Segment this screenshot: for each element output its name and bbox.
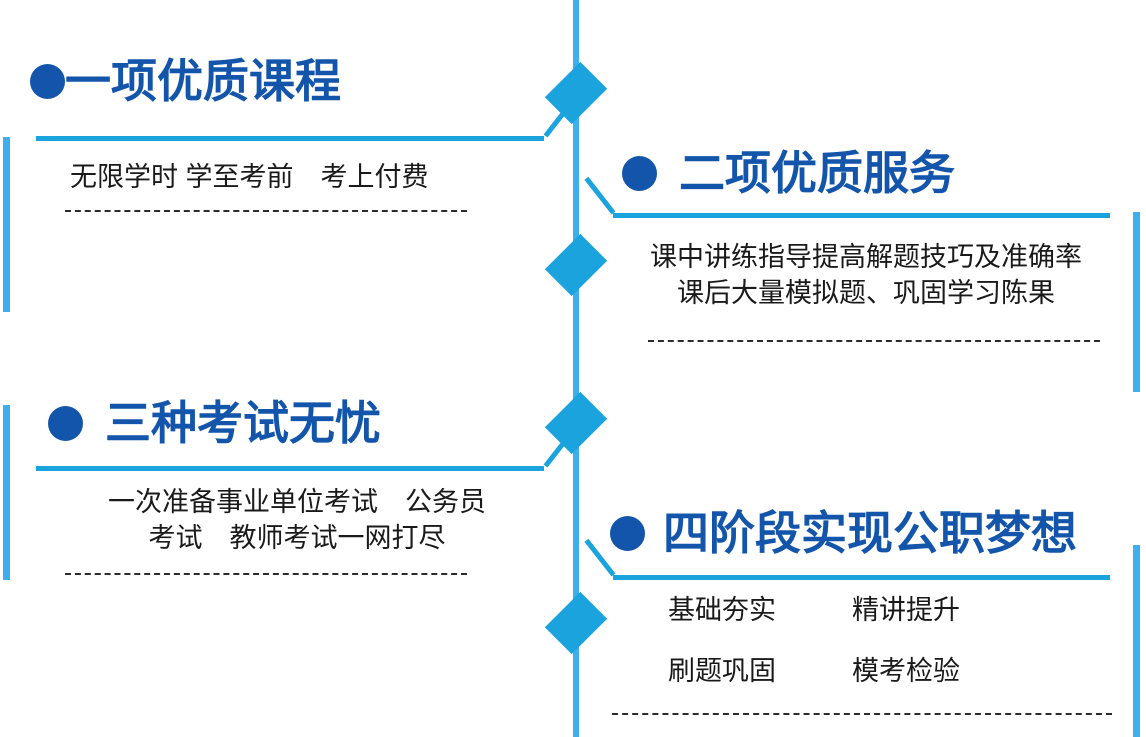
spine-diamond-3 (544, 391, 608, 455)
connector-rule-2 (613, 213, 1110, 218)
left-accent-bar-bottom (3, 405, 10, 580)
block-3-body: 一次准备事业单位考试 公务员 考试 教师考试一网打尽 (108, 487, 486, 553)
block-2-title: 二项优质服务 (679, 147, 955, 199)
filled-circle-bullet-icon (622, 155, 657, 191)
filled-circle-bullet-icon (30, 63, 65, 99)
connector-rule-1 (36, 136, 544, 141)
connector-rule-4 (613, 575, 1110, 580)
spine-diamond-1 (544, 61, 608, 125)
left-accent-bar-top (3, 137, 10, 312)
block-4-title: 四阶段实现公职梦想 (663, 507, 1077, 559)
block-4-stage-grid: 基础夯实 精讲提升 刷题巩固 模考检验 (668, 588, 960, 688)
block-3-title: 三种考试无忧 (105, 397, 381, 449)
filled-circle-bullet-icon (48, 405, 83, 441)
connector-elbow-2 (584, 176, 616, 215)
block-4-divider (612, 713, 1112, 715)
stage-item-1: 基础夯实 (668, 595, 776, 625)
right-accent-bar-bottom (1133, 545, 1140, 737)
filled-circle-bullet-icon (610, 515, 645, 551)
spine-diamond-4 (544, 591, 608, 655)
block-3-divider (65, 573, 467, 575)
block-3-heading: 三种考试无忧 (48, 400, 381, 446)
block-one-quality-course: 一项优质课程 (30, 58, 341, 104)
center-spine-line (573, 0, 579, 737)
stage-item-4: 模考检验 (852, 656, 960, 686)
block-three-exams-worry-free: 三种考试无忧 (48, 400, 381, 446)
spine-diamond-2 (544, 233, 608, 297)
right-accent-bar-top (1133, 212, 1140, 392)
block-two-quality-services: 二项优质服务 (622, 150, 955, 196)
block-2-heading: 二项优质服务 (622, 150, 955, 196)
block-four-stages: 四阶段实现公职梦想 (610, 510, 1077, 556)
block-1-heading: 一项优质课程 (30, 58, 341, 104)
block-2-body: 课中讲练指导提高解题技巧及准确率 课后大量模拟题、巩固学习陈果 (650, 242, 1082, 308)
block-2-divider (648, 340, 1100, 342)
stage-item-2: 精讲提升 (852, 595, 960, 625)
block-1-body: 无限学时 学至考前 考上付费 (70, 162, 429, 192)
block-4-heading: 四阶段实现公职梦想 (610, 510, 1077, 556)
connector-rule-3 (36, 466, 544, 471)
block-1-title: 一项优质课程 (65, 55, 341, 107)
stage-item-3: 刷题巩固 (668, 656, 776, 686)
block-1-divider (65, 210, 467, 212)
